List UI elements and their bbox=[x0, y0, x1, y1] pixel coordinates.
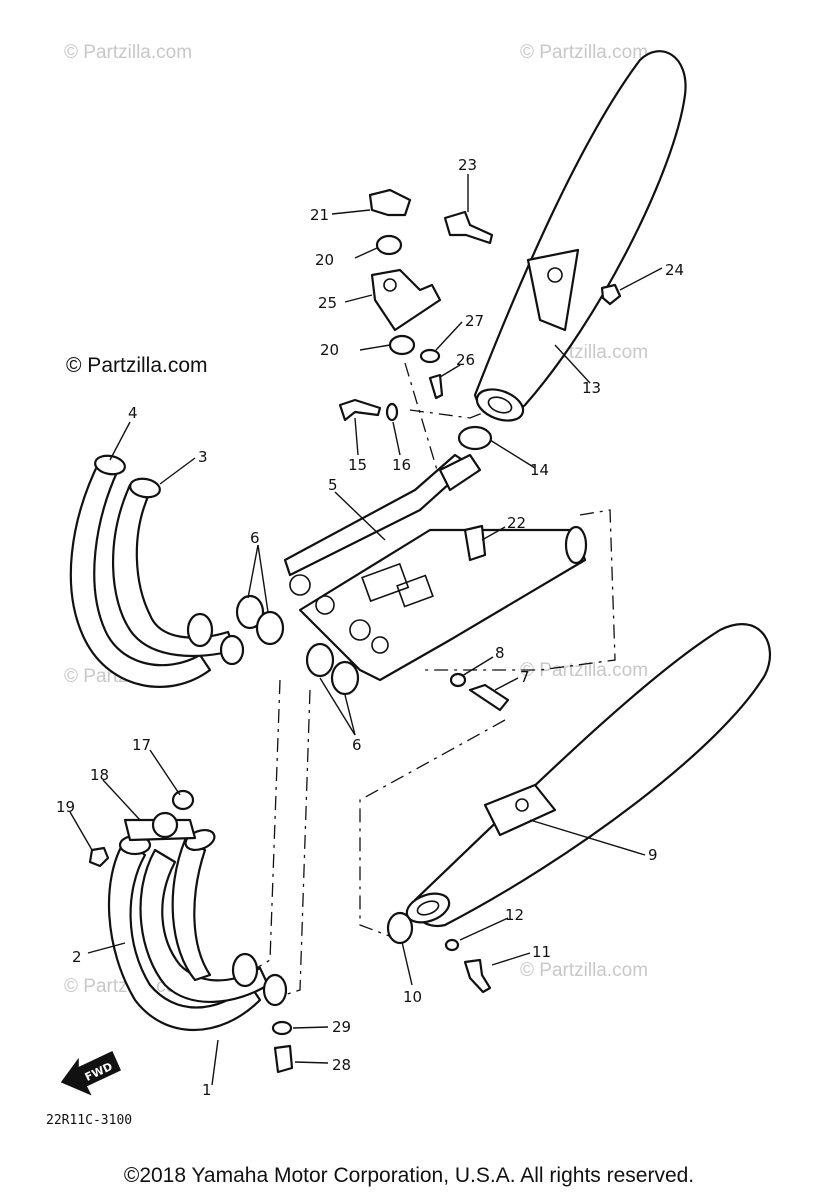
callout-7: 7 bbox=[520, 668, 530, 686]
callout-18: 18 bbox=[90, 766, 109, 784]
drawing-code: 22R11C-3100 bbox=[46, 1113, 132, 1128]
callout-19: 19 bbox=[56, 798, 75, 816]
washer bbox=[271, 1020, 293, 1036]
bolt bbox=[338, 398, 382, 422]
callout-25: 25 bbox=[318, 294, 337, 312]
upper-exhaust-pipes bbox=[69, 454, 245, 688]
watermark: © Partzilla.com bbox=[520, 42, 648, 63]
gasket bbox=[386, 911, 414, 945]
leader-lines bbox=[69, 174, 663, 1086]
callout-26: 26 bbox=[456, 351, 475, 369]
callout-9: 9 bbox=[648, 846, 658, 864]
callout-14: 14 bbox=[530, 461, 549, 479]
callout-2: 2 bbox=[72, 948, 82, 966]
callout-21: 21 bbox=[310, 206, 329, 224]
watermark: © Partzilla.com bbox=[64, 42, 192, 63]
callout-27: 27 bbox=[465, 312, 484, 330]
callout-3: 3 bbox=[198, 448, 208, 466]
exhaust-flange bbox=[123, 811, 197, 842]
nut bbox=[88, 846, 110, 868]
callout-5: 5 bbox=[328, 476, 338, 494]
callout-20: 20 bbox=[315, 251, 334, 269]
washer bbox=[419, 348, 441, 364]
upper-muffler bbox=[473, 50, 687, 422]
watermark: © Partzilla.com bbox=[520, 960, 648, 981]
callout-28: 28 bbox=[332, 1056, 351, 1074]
washer bbox=[444, 938, 460, 952]
bolt bbox=[273, 1044, 294, 1074]
callout-17: 17 bbox=[132, 736, 151, 754]
bolt bbox=[428, 373, 444, 400]
gasket bbox=[171, 789, 195, 811]
watermark: © Partzilla.com bbox=[520, 660, 648, 681]
callout-20: 20 bbox=[320, 341, 339, 359]
callout-6: 6 bbox=[352, 736, 362, 754]
callout-4: 4 bbox=[128, 404, 138, 422]
callout-24: 24 bbox=[665, 261, 684, 279]
joint-sleeves bbox=[235, 594, 360, 696]
lower-exhaust-pipes bbox=[107, 829, 288, 1031]
callout-labels: 1 2 3 4 5 6 6 7 8 9 10 11 12 13 14 15 16… bbox=[56, 156, 684, 1099]
forward-arrow: FWD bbox=[60, 1050, 121, 1096]
callout-23: 23 bbox=[458, 156, 477, 174]
callout-12: 12 bbox=[505, 906, 524, 924]
callout-11: 11 bbox=[532, 943, 551, 961]
callout-6: 6 bbox=[250, 529, 260, 547]
collector-muffler-body bbox=[283, 453, 588, 682]
muffler-bracket bbox=[370, 268, 442, 332]
callout-1: 1 bbox=[202, 1081, 212, 1099]
bolt bbox=[463, 958, 492, 994]
callout-15: 15 bbox=[348, 456, 367, 474]
bolt bbox=[463, 524, 487, 562]
gasket bbox=[457, 425, 493, 451]
callout-22: 22 bbox=[507, 514, 526, 532]
damper bbox=[388, 334, 416, 356]
bolt bbox=[368, 188, 412, 217]
washer bbox=[449, 672, 467, 688]
copyright-notice: ©2018 Yamaha Motor Corporation, U.S.A. A… bbox=[123, 1164, 695, 1187]
washer bbox=[385, 402, 399, 422]
callout-8: 8 bbox=[495, 644, 505, 662]
callout-29: 29 bbox=[332, 1018, 351, 1036]
watermark: © Partzilla.com bbox=[66, 354, 208, 377]
nut bbox=[600, 283, 622, 306]
callout-13: 13 bbox=[582, 379, 601, 397]
lower-muffler bbox=[405, 623, 771, 928]
damper bbox=[375, 234, 403, 256]
callout-16: 16 bbox=[392, 456, 411, 474]
bolt bbox=[468, 683, 510, 712]
bolt bbox=[443, 210, 494, 245]
callout-10: 10 bbox=[403, 988, 422, 1006]
